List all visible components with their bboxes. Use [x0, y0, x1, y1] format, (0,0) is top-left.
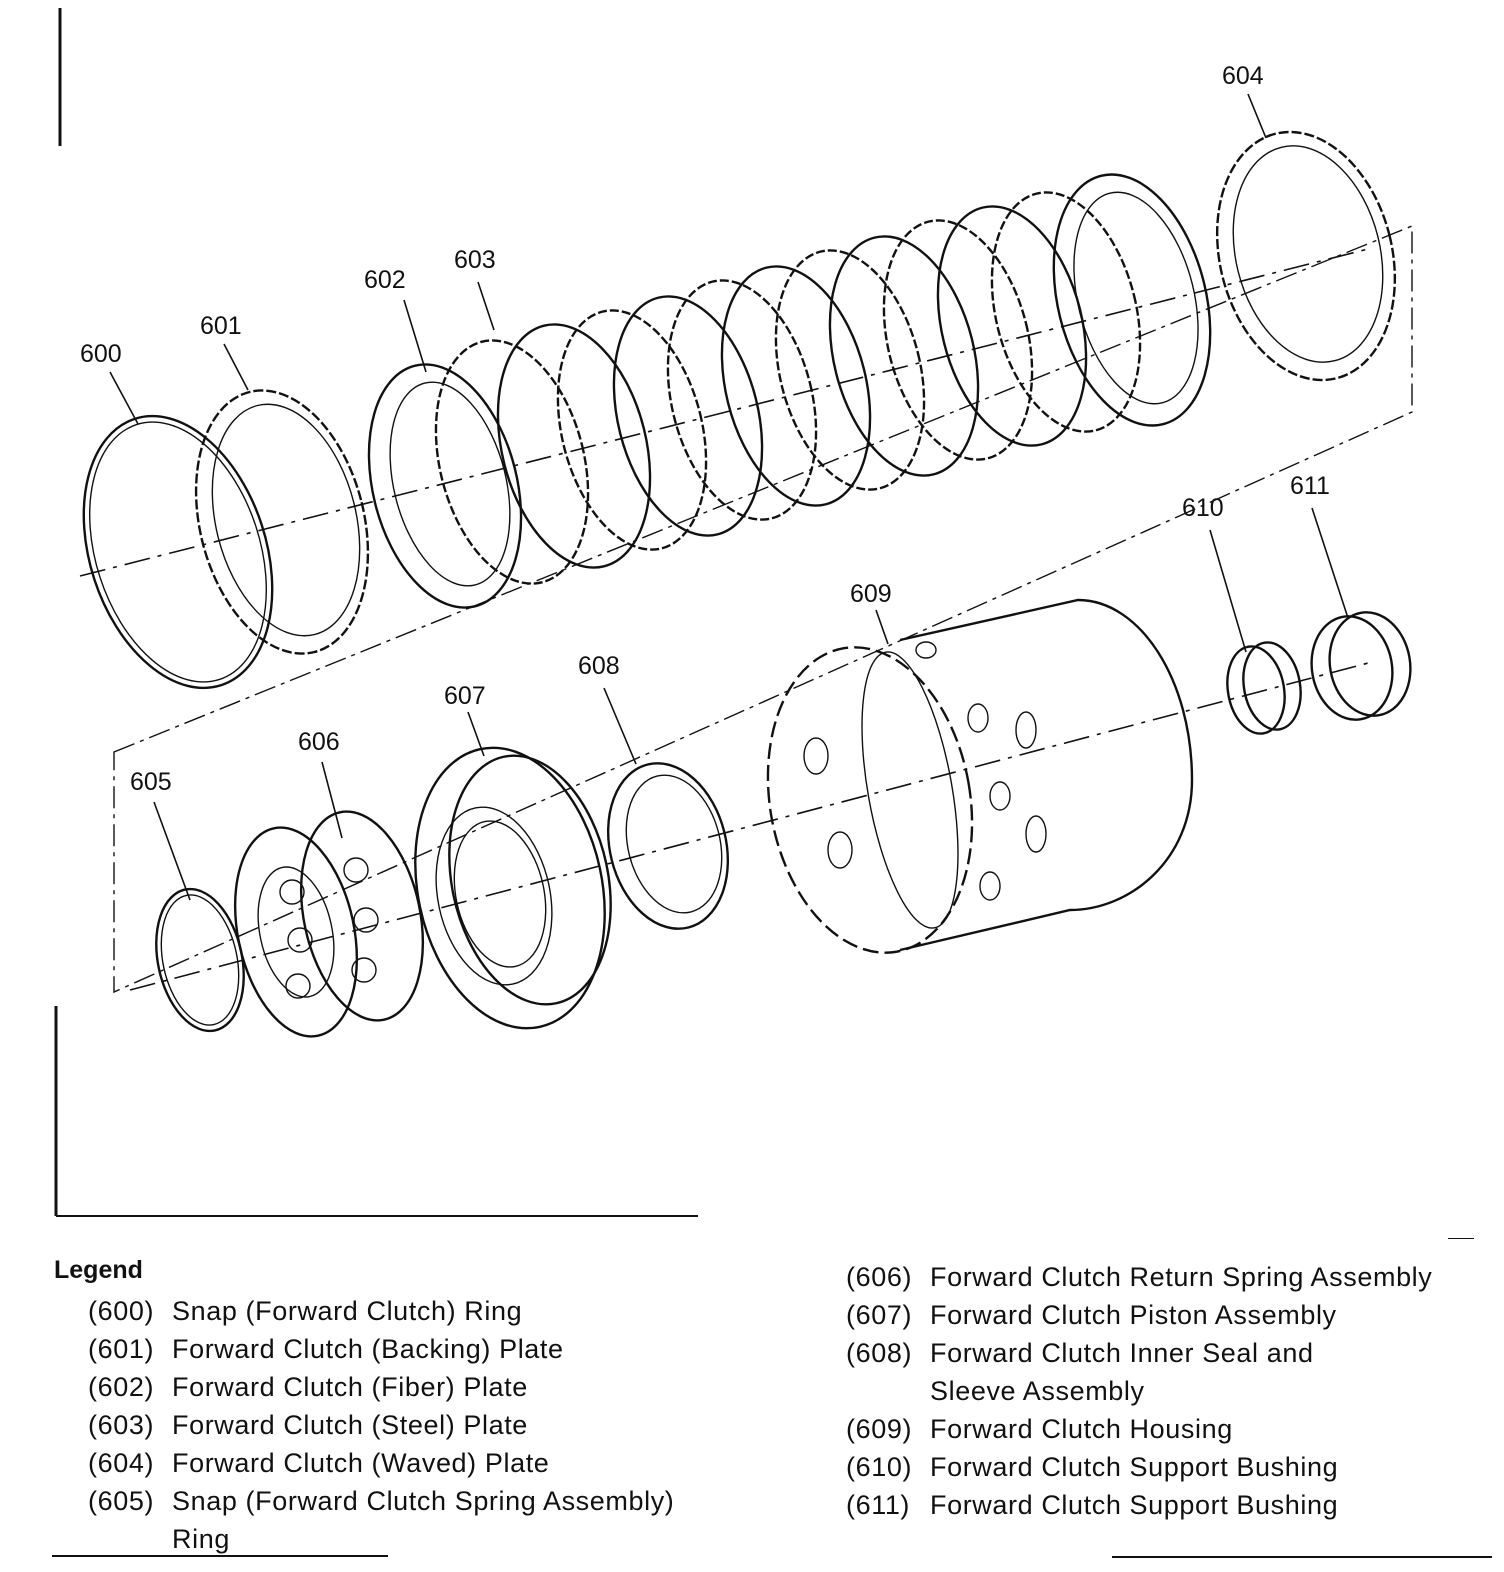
legend-item: (609) Forward Clutch Housing	[846, 1410, 1432, 1448]
snap-ring-605	[155, 887, 245, 1033]
callout-603: 603	[454, 246, 496, 274]
legend-item: (601) Forward Clutch (Backing) Plate	[88, 1330, 674, 1368]
legend-description: Forward Clutch Return Spring Assembly	[930, 1262, 1433, 1292]
upper-centerline	[79, 247, 1373, 577]
legend-description: Forward Clutch Piston Assembly	[930, 1300, 1337, 1330]
legend-number: (610)	[846, 1452, 913, 1482]
callout-606: 606	[298, 728, 340, 756]
legend-description: Forward Clutch Inner Seal and Sleeve Ass…	[930, 1338, 1314, 1406]
callout-604: 604	[1222, 62, 1264, 90]
leader-608	[603, 687, 637, 765]
leader-600	[109, 371, 139, 425]
leader-611	[1311, 507, 1349, 619]
bushing-610	[1226, 641, 1302, 735]
legend-item: (611) Forward Clutch Support Bushing	[846, 1486, 1432, 1524]
legend-description: Snap (Forward Clutch Spring Assembly) Ri…	[172, 1486, 675, 1554]
callout-608: 608	[578, 652, 620, 680]
legend-left-column: (600) Snap (Forward Clutch) Ring (601) F…	[88, 1292, 674, 1558]
waved-plate-604	[1215, 130, 1397, 382]
callout-605: 605	[130, 768, 172, 796]
bushing-611	[1310, 611, 1412, 721]
legend-title: Legend	[54, 1256, 143, 1284]
legend-item: (607) Forward Clutch Piston Assembly	[846, 1296, 1432, 1334]
inner-seal-608	[606, 762, 730, 930]
legend-item: (600) Snap (Forward Clutch) Ring	[88, 1292, 674, 1330]
leader-604	[1247, 93, 1267, 139]
piston-607	[414, 746, 612, 1030]
legend-item: (604) Forward Clutch (Waved) Plate	[88, 1444, 674, 1482]
legend-number: (601)	[88, 1334, 155, 1364]
legend-number: (606)	[846, 1262, 913, 1292]
leader-606	[321, 761, 343, 839]
legend-item: (605) Snap (Forward Clutch Spring Assemb…	[88, 1482, 674, 1558]
backing-plate-601	[194, 389, 370, 655]
lower-centerline	[129, 661, 1373, 991]
callout-611: 611	[1290, 472, 1330, 500]
legend-description: Forward Clutch (Steel) Plate	[172, 1410, 528, 1440]
housing-609	[766, 598, 1194, 954]
legend-number: (602)	[88, 1372, 155, 1402]
legend-right-column: (606) Forward Clutch Return Spring Assem…	[846, 1258, 1432, 1524]
legend-number: (611)	[846, 1490, 911, 1520]
callout-602: 602	[364, 266, 406, 294]
legend-description: Forward Clutch Support Bushing	[930, 1452, 1339, 1482]
callout-600: 600	[80, 340, 122, 368]
leader-609	[875, 609, 889, 645]
legend-description: Forward Clutch Housing	[930, 1414, 1233, 1444]
legend-number: (608)	[846, 1338, 913, 1368]
leader-605	[153, 801, 191, 901]
legend-number: (609)	[846, 1414, 913, 1444]
legend-description: Snap (Forward Clutch) Ring	[172, 1296, 523, 1326]
legend-item: (606) Forward Clutch Return Spring Assem…	[846, 1258, 1432, 1296]
legend-number: (604)	[88, 1448, 155, 1478]
return-spring-606	[233, 810, 425, 1038]
callout-607: 607	[444, 682, 486, 710]
snap-ring-600	[82, 414, 274, 690]
legend-item: (602) Forward Clutch (Fiber) Plate	[88, 1368, 674, 1406]
legend-description: Forward Clutch Support Bushing	[930, 1490, 1339, 1520]
legend-number: (607)	[846, 1300, 913, 1330]
callout-610: 610	[1182, 494, 1224, 522]
legend-description: Forward Clutch (Backing) Plate	[172, 1334, 564, 1364]
legend-item: (603) Forward Clutch (Steel) Plate	[88, 1406, 674, 1444]
legend-description: Forward Clutch (Waved) Plate	[172, 1448, 550, 1478]
group-outline	[113, 224, 1413, 994]
legend-item: (610) Forward Clutch Support Bushing	[846, 1448, 1432, 1486]
leader-607	[467, 711, 485, 757]
footer-rule-left	[52, 1555, 388, 1557]
footer-rule-right	[1112, 1556, 1492, 1558]
leader-602	[403, 299, 427, 373]
leader-610	[1209, 529, 1247, 653]
callout-601: 601	[200, 312, 242, 340]
callout-609: 609	[850, 580, 892, 608]
corner-dash	[1448, 1238, 1474, 1239]
clutch-pack-602-603	[367, 173, 1212, 609]
leader-603	[477, 281, 495, 331]
leader-601	[223, 343, 249, 391]
legend-item: (608) Forward Clutch Inner Seal and Slee…	[846, 1334, 1432, 1410]
legend-number: (600)	[88, 1296, 155, 1326]
legend-description: Forward Clutch (Fiber) Plate	[172, 1372, 528, 1402]
legend-number: (603)	[88, 1410, 155, 1440]
exploded-view-diagram: 600 601 602 603 604 605 606 607 608 609 …	[54, 8, 1413, 1217]
legend-number: (605)	[88, 1486, 155, 1516]
